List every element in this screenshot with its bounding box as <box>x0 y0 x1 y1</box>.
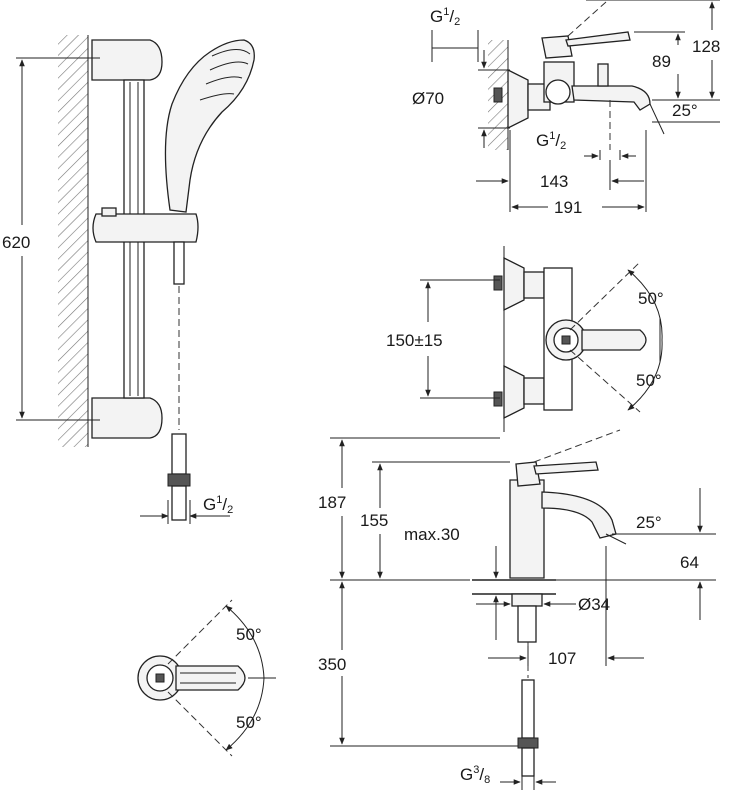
top-handle-cap <box>561 335 571 345</box>
basin-thread-label: G <box>460 765 473 784</box>
basin-angle-label: 25° <box>636 513 662 532</box>
basin-spout <box>541 491 617 539</box>
top-connector-upper <box>523 271 545 299</box>
basin-top-angle-up: 50° <box>236 625 262 644</box>
hand-shower <box>164 39 255 213</box>
basin-body <box>509 479 545 579</box>
shower-thread-label: G <box>203 495 216 514</box>
basin-lever <box>533 461 599 475</box>
basin-spout-height: 64 <box>680 553 699 572</box>
top-lever <box>581 329 647 351</box>
basin-hose-thread <box>521 747 535 777</box>
basin-diameter-label: Ø34 <box>578 595 610 614</box>
top-escutcheon-upper <box>503 256 525 312</box>
svg-text:G3/8: G3/8 <box>460 764 490 786</box>
bath-depth-small: 143 <box>540 172 568 191</box>
hose-lower <box>171 433 187 475</box>
basin-below-deck: 350 <box>318 655 346 674</box>
slider <box>92 213 199 243</box>
basin-height-total: 187 <box>318 493 346 512</box>
basin-max-deck: max.30 <box>404 525 460 544</box>
bath-lever <box>565 31 631 47</box>
basin-thread-sup: 3 <box>473 764 479 776</box>
svg-text:G1/2: G1/2 <box>430 6 460 28</box>
bath-body-ring <box>545 79 571 105</box>
top-inlet-upper <box>493 275 503 291</box>
top-escutcheon-lower <box>503 364 525 420</box>
bath-escutcheon <box>507 68 529 130</box>
basin-hose <box>521 679 535 739</box>
top-angle-down: 50° <box>636 371 662 390</box>
lower-bracket <box>91 397 163 439</box>
bath-diverter <box>597 63 609 87</box>
basin-top-cap <box>155 673 165 683</box>
bath-height-small: 89 <box>652 52 671 71</box>
bath-diameter-label: Ø70 <box>412 89 444 108</box>
basin-mixer-top-drawing: 50° 50° <box>137 599 276 757</box>
bath-mixer-top-drawing: 50° 50° 150±15 <box>386 246 664 432</box>
slider-knob <box>101 207 117 217</box>
basin-height-spout: 155 <box>360 511 388 530</box>
basin-shank <box>517 605 537 643</box>
shower-thread-sup: 1 <box>216 494 222 506</box>
basin-hose-nut <box>517 737 539 749</box>
top-inlet-lower <box>493 391 503 407</box>
basin-nut <box>511 593 543 607</box>
bath-depth-large: 191 <box>554 198 582 217</box>
bath-outlet-sub: 2 <box>560 140 566 152</box>
hose-nut <box>167 473 191 487</box>
shower-thread-sub: 2 <box>227 504 233 516</box>
bath-inlet-label: G <box>430 7 443 26</box>
bath-inlet-sup: 1 <box>443 6 449 18</box>
shower-height-label: 620 <box>2 233 30 252</box>
basin-mixer-drawing: 187 155 max.30 25° 64 Ø34 350 107 <box>318 429 716 790</box>
bath-angle-label: 25° <box>672 101 698 120</box>
bath-outlet-label: G <box>536 131 549 150</box>
top-connector-lower <box>523 377 545 405</box>
wall-hatch <box>58 35 88 447</box>
svg-text:G1/2: G1/2 <box>203 494 233 516</box>
top-spacing-label: 150±15 <box>386 331 443 350</box>
upper-bracket <box>91 39 163 81</box>
hose-upper <box>173 241 185 285</box>
basin-reach-label: 107 <box>548 649 576 668</box>
shower-set-drawing: 620 G1/2 <box>2 35 255 524</box>
bath-mixer-drawing: G1/2 Ø70 89 128 25° G1/2 143 <box>412 0 720 217</box>
svg-text:G1/2: G1/2 <box>536 130 566 152</box>
bath-inlet-sub: 2 <box>454 16 460 28</box>
top-angle-up: 50° <box>638 289 664 308</box>
basin-top-lever <box>175 665 246 691</box>
bath-inlet <box>493 87 503 103</box>
bath-outlet-sup: 1 <box>549 130 555 142</box>
bath-spout <box>571 85 651 111</box>
basin-top-angle-down: 50° <box>236 713 262 732</box>
basin-thread-sub: 8 <box>484 774 490 786</box>
bath-cartridge <box>541 35 573 59</box>
hose-thread <box>171 485 187 521</box>
bath-height-large: 128 <box>692 37 720 56</box>
